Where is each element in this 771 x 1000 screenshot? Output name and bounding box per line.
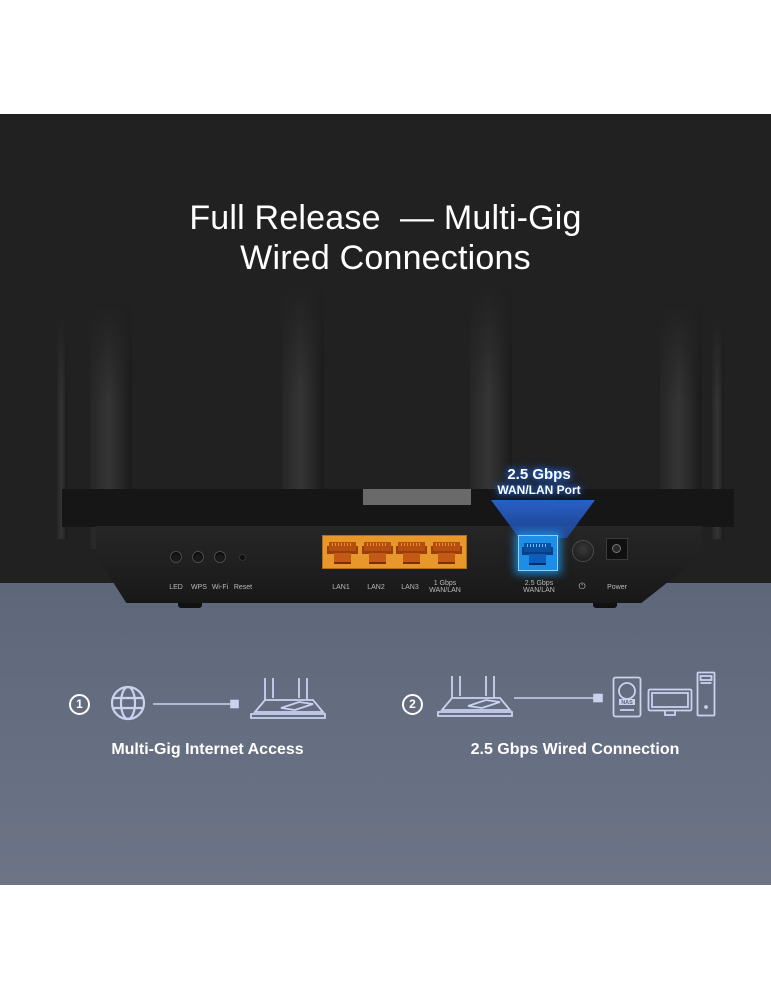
antenna-left-outer	[57, 314, 67, 539]
lan2-label: LAN2	[367, 584, 385, 591]
lan3-port[interactable]	[396, 540, 428, 564]
router-icon	[437, 676, 513, 717]
1gbps-label-line-2: WAN/LAN	[429, 587, 461, 594]
power-jack[interactable]	[606, 538, 628, 560]
feature-caption-1: Multi-Gig Internet Access	[111, 741, 304, 758]
wan-callout: 2.5 Gbps WAN/LAN Port	[478, 466, 600, 497]
lan2-port[interactable]	[361, 540, 393, 564]
wan-callout-port: WAN/LAN Port	[497, 483, 581, 497]
power-symbol-icon: ⏻	[578, 581, 586, 591]
2-5gbps-label-line-1: 2.5 Gbps	[524, 580, 554, 587]
2-5gbps-wan-lan-port[interactable]	[518, 535, 558, 571]
monitor-icon	[647, 688, 693, 716]
power-label: Power	[607, 584, 627, 591]
wifi-label: Wi-Fi	[211, 584, 229, 591]
headline-line-2: Wired Connections	[240, 239, 531, 277]
router-icon	[250, 678, 326, 719]
led-button[interactable]	[170, 551, 182, 563]
headline: Full Release — Multi-Gig Wired Connectio…	[0, 198, 771, 278]
step-number-2: 2	[402, 694, 423, 715]
power-button[interactable]	[572, 540, 594, 562]
lan3-label: LAN3	[401, 584, 419, 591]
lan1-port[interactable]	[326, 540, 358, 564]
router-foot-right	[593, 603, 617, 608]
wifi-button[interactable]	[214, 551, 226, 563]
wps-label: WPS	[191, 584, 207, 591]
feature-caption-2: 2.5 Gbps Wired Connection	[470, 741, 680, 758]
lan1-label: LAN1	[332, 584, 350, 591]
wan-callout-speed: 2.5 Gbps	[507, 466, 571, 483]
reset-pinhole[interactable]	[239, 554, 246, 561]
lan-port-group	[322, 535, 467, 569]
router-foot-left	[178, 603, 202, 608]
globe-icon	[110, 685, 146, 721]
nas-icon: NAS	[612, 676, 642, 718]
cable-icon	[153, 699, 239, 709]
1gbps-wan-lan-port[interactable]	[431, 540, 463, 564]
1gbps-label-line-1: 1 Gbps	[433, 580, 457, 587]
wps-button[interactable]	[192, 551, 204, 563]
slate-background	[0, 583, 771, 885]
router-top-highlight	[363, 489, 471, 505]
desktop-tower-icon	[696, 671, 716, 717]
2-5gbps-label-line-2: WAN/LAN	[523, 587, 555, 594]
antenna-right-outer	[712, 314, 724, 539]
led-label: LED	[169, 584, 183, 591]
product-banner: Full Release — Multi-Gig Wired Connectio…	[0, 114, 771, 885]
svg-text:NAS: NAS	[621, 700, 633, 706]
step-number-1: 1	[69, 694, 90, 715]
rj45-socket-icon	[522, 541, 553, 565]
cable-icon	[514, 693, 603, 703]
reset-label: Reset	[233, 584, 253, 591]
headline-line-1: Full Release — Multi-Gig	[189, 199, 582, 237]
